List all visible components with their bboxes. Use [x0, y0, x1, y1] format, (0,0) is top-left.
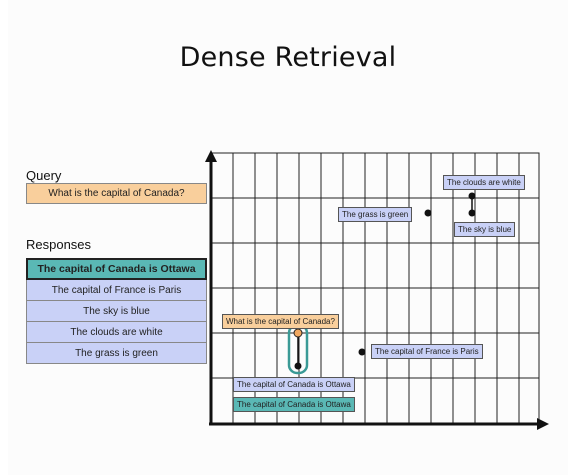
point-france — [358, 348, 366, 356]
label-canada: The capital of Canada is Ottawa — [233, 377, 355, 392]
label-sky: The sky is blue — [454, 222, 516, 237]
point-query — [293, 328, 303, 338]
data-points — [287, 192, 476, 375]
point-grass — [424, 209, 432, 217]
response-item: The clouds are white — [26, 322, 207, 343]
query-box: What is the capital of Canada? — [26, 183, 207, 204]
label-france: The capital of France is Paris — [371, 344, 483, 359]
point-canada — [294, 362, 302, 370]
label-query: What is the capital of Canada? — [222, 314, 339, 329]
query-label: Query — [26, 168, 62, 183]
point-sky — [468, 209, 476, 217]
label-retrieved-result: The capital of Canada is Ottawa — [233, 397, 355, 412]
label-grass: The grass is green — [338, 207, 413, 222]
page-title: Dense Retrieval — [179, 42, 397, 73]
response-item-top-match: The capital of Canada is Ottawa — [26, 258, 207, 280]
response-item: The capital of France is Paris — [26, 280, 207, 301]
axes — [205, 150, 549, 430]
response-item: The grass is green — [26, 343, 207, 364]
label-clouds: The clouds are white — [443, 175, 525, 190]
responses-label: Responses — [26, 237, 92, 252]
responses-list: The capital of Canada is Ottawa The capi… — [26, 258, 207, 364]
response-item: The sky is blue — [26, 301, 207, 322]
